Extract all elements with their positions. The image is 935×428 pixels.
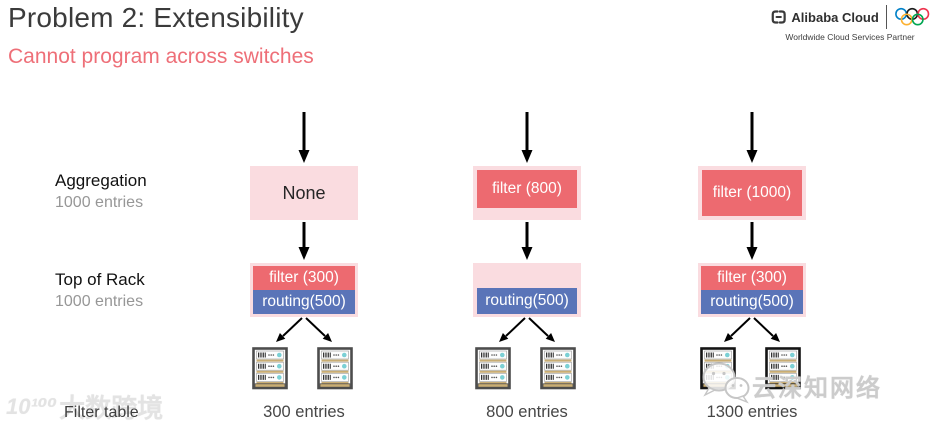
olympic-rings-icon <box>894 7 929 25</box>
logo-tagline: Worldwide Cloud Services Partner <box>785 32 915 42</box>
aggregation-entries: 1000 entries <box>55 194 144 211</box>
aggregation-label: Aggregation <box>55 171 147 190</box>
routing-bar-col3: routing(500) <box>701 290 803 314</box>
server-rack-icon <box>700 347 736 390</box>
result-entries-col2: 800 entries <box>486 403 568 421</box>
server-rack-icon <box>317 347 353 390</box>
watermark-left-text: 大数跨境 <box>59 393 164 423</box>
filter-bar-agg-col3: filter (1000) <box>702 170 802 216</box>
tor-box-col3: filter (300) routing(500) <box>698 263 806 317</box>
aggregation-box-col3: filter (1000) <box>698 166 806 220</box>
aggregation-box-col1: None <box>250 166 358 220</box>
tor-box-col1: filter (300) routing(500) <box>250 263 358 317</box>
server-rack-icon <box>475 347 511 390</box>
alibaba-cloud-logo: Alibaba Cloud Worldwide Cloud Services P… <box>770 4 930 42</box>
filter-bar-col3: filter (300) <box>701 266 803 290</box>
routing-bar-col2: routing(500) <box>477 288 577 314</box>
watermark-right-text: 云深知网络 <box>752 375 882 402</box>
logo-row: Alibaba Cloud <box>770 4 930 30</box>
filter-bar-col1: filter (300) <box>253 266 355 290</box>
row-label-aggregation: Aggregation 1000 entries <box>55 171 205 212</box>
aggregation-box-col2: filter (800) <box>473 166 581 220</box>
result-entries-col3: 1300 entries <box>706 403 798 421</box>
top-of-rack-label: Top of Rack <box>55 270 145 289</box>
brand-name: Alibaba Cloud <box>791 9 879 25</box>
alibaba-cloud-bracket-icon <box>771 10 786 24</box>
top-of-rack-entries: 1000 entries <box>55 293 144 310</box>
tor-box-col2: routing(500) <box>473 263 581 317</box>
filter-bar-agg-col2: filter (800) <box>477 170 577 208</box>
watermark-left-logo: 10¹⁰⁰ <box>6 393 58 419</box>
row-label-top-of-rack: Top of Rack 1000 entries <box>55 270 205 311</box>
page-title: Problem 2: Extensibility <box>8 2 304 33</box>
server-rack-icon <box>540 347 576 390</box>
page-subtitle: Cannot program across switches <box>8 45 314 68</box>
routing-bar-col1: routing(500) <box>253 290 355 314</box>
logo-divider <box>885 5 887 29</box>
filter-table-label: Filter table <box>64 404 139 421</box>
server-rack-icon <box>252 347 288 390</box>
wechat-icon <box>702 362 750 404</box>
watermark-left: 10¹⁰⁰ 大数跨境 <box>6 388 163 425</box>
result-entries-col1: 300 entries <box>263 403 345 421</box>
aggregation-box-col1-label: None <box>282 182 326 203</box>
